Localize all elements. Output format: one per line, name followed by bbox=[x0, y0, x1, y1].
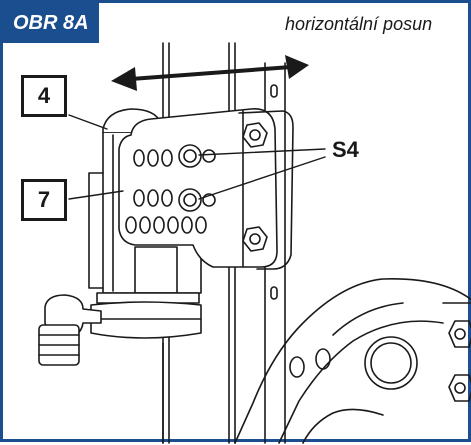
adjustment-knob bbox=[38, 294, 102, 366]
rail-holes bbox=[270, 84, 278, 300]
plate-holes bbox=[125, 149, 207, 234]
leader-lines bbox=[68, 114, 326, 200]
figure-tag: OBR 8A bbox=[3, 3, 99, 43]
figure-caption: horizontální posun bbox=[285, 14, 433, 34]
callout-screws-s4: S4 bbox=[332, 137, 359, 162]
callout-part-7: 7 bbox=[21, 179, 67, 221]
lower-bracket bbox=[90, 246, 202, 444]
double-headed-arrow-icon bbox=[111, 55, 309, 91]
hex-nut bbox=[242, 122, 268, 252]
callout-part-4: 4 bbox=[21, 75, 67, 117]
background-hinge bbox=[234, 278, 471, 444]
hinge-illustration bbox=[38, 42, 471, 444]
screw-s4 bbox=[178, 144, 216, 212]
